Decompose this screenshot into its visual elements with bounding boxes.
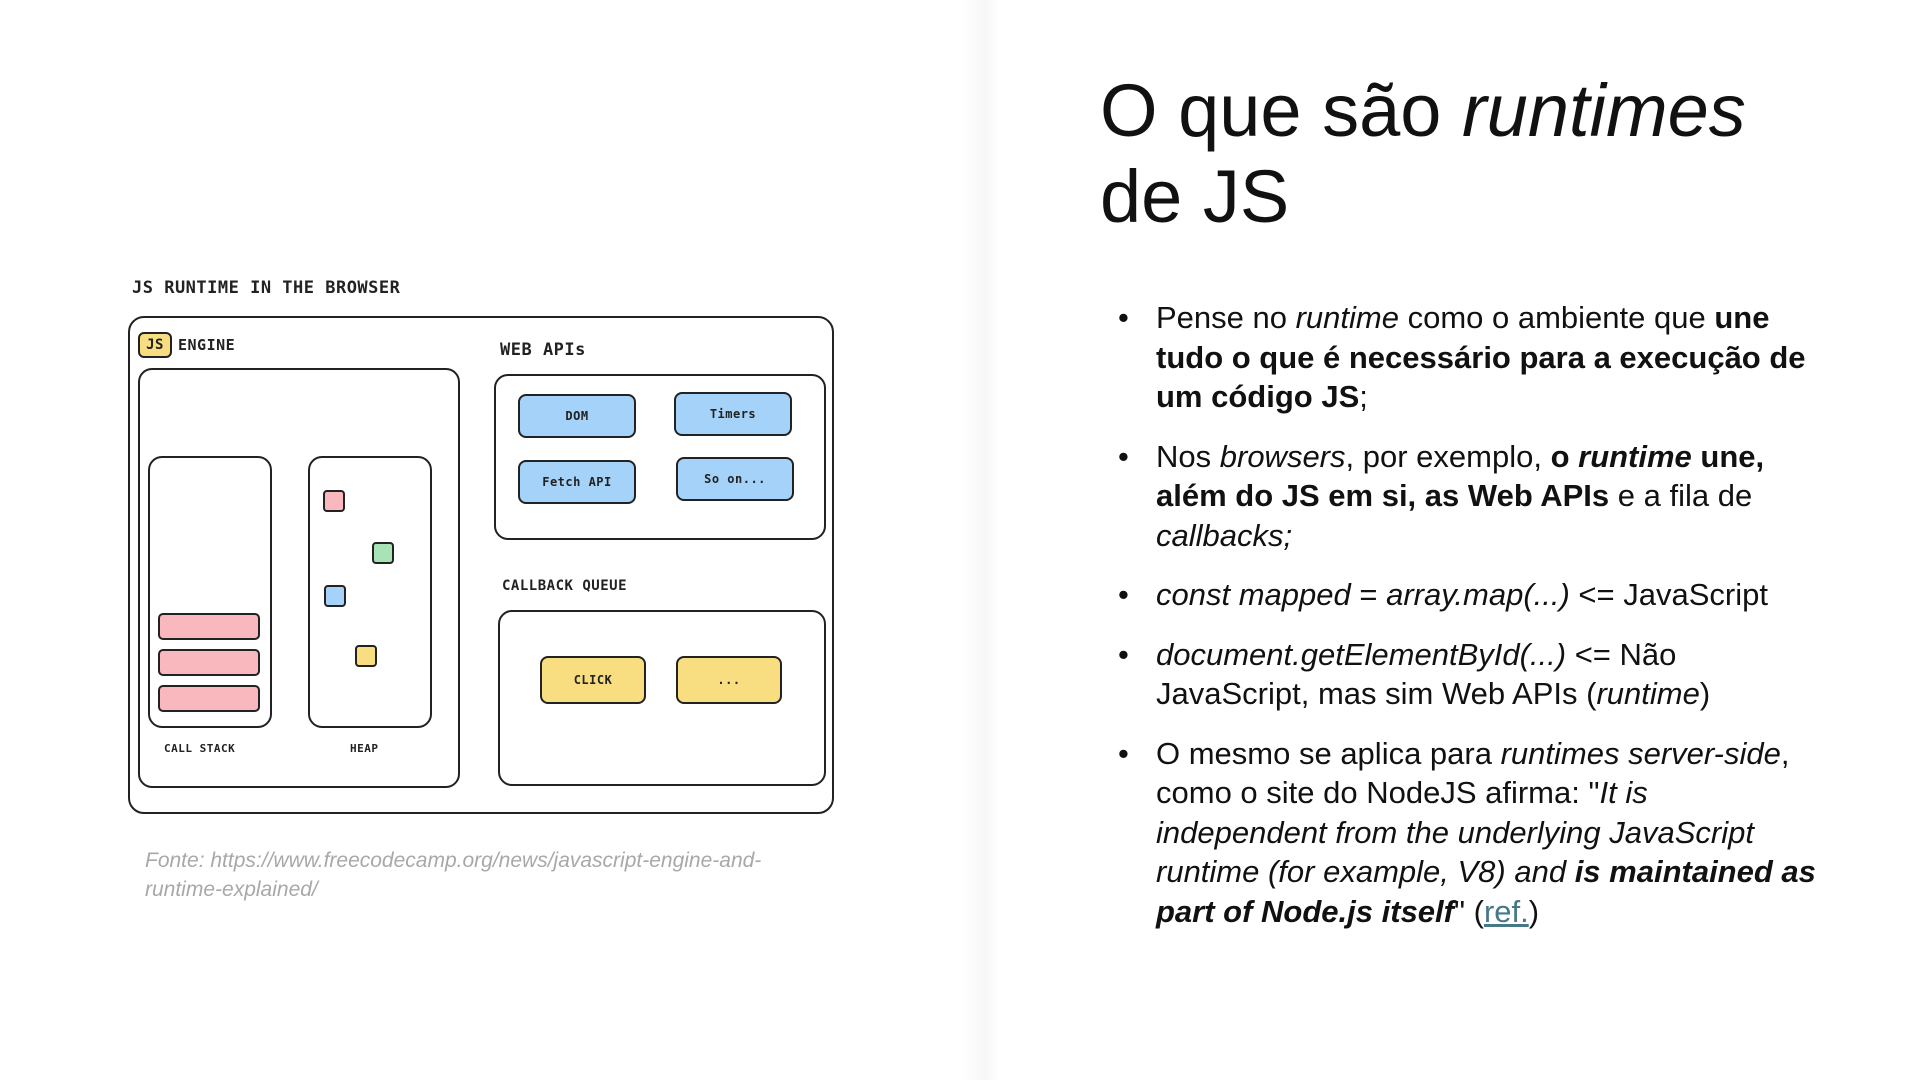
heap-label: HEAP bbox=[350, 742, 379, 755]
bullet-item: document.getElementById(...) <= Não Java… bbox=[1118, 635, 1818, 714]
diagram-title: JS RUNTIME IN THE BROWSER bbox=[132, 278, 401, 298]
call-stack-label: CALL STACK bbox=[164, 742, 236, 755]
bullet-item: Pense no runtime como o ambiente que une… bbox=[1118, 298, 1818, 417]
heap-object bbox=[355, 645, 377, 667]
source-caption: Fonte: https://www.freecodecamp.org/news… bbox=[145, 849, 762, 901]
callback-queue-label: CALLBACK QUEUE bbox=[502, 578, 628, 594]
engine-box bbox=[138, 368, 460, 788]
call-stack-box bbox=[148, 456, 272, 728]
heap-object bbox=[324, 585, 346, 607]
web-apis-box bbox=[494, 374, 826, 540]
callback-queue-box bbox=[498, 610, 826, 786]
ref-link[interactable]: ref. bbox=[1483, 893, 1529, 929]
heap-object bbox=[372, 542, 394, 564]
engine-label: ENGINE bbox=[178, 336, 236, 354]
stack-frame bbox=[158, 685, 260, 712]
stack-frame bbox=[158, 649, 260, 676]
stack-frame bbox=[158, 613, 260, 640]
callback-click: CLICK bbox=[540, 656, 646, 704]
runtime-frame bbox=[128, 316, 834, 814]
bullet-item: Nos browsers, por exemplo, o runtime une… bbox=[1118, 437, 1818, 556]
bullet-item: O mesmo se aplica para runtimes server-s… bbox=[1118, 734, 1818, 932]
web-apis-label: WEB APIs bbox=[500, 340, 586, 360]
diagram-panel bbox=[0, 0, 976, 1080]
bullet-item: const mapped = array.map(...) <= JavaScr… bbox=[1118, 575, 1818, 615]
web-api-so-on: So on... bbox=[676, 457, 794, 501]
web-api-timers: Timers bbox=[674, 392, 792, 436]
web-api-fetch: Fetch API bbox=[518, 460, 636, 504]
bullet-list: Pense no runtime como o ambiente que une… bbox=[1118, 298, 1818, 951]
panel-divider bbox=[960, 0, 1000, 1080]
callback-more: ... bbox=[676, 656, 782, 704]
heap-object bbox=[323, 490, 345, 512]
heap-box bbox=[308, 456, 432, 728]
js-badge: JS bbox=[138, 332, 172, 358]
web-api-dom: DOM bbox=[518, 394, 636, 438]
